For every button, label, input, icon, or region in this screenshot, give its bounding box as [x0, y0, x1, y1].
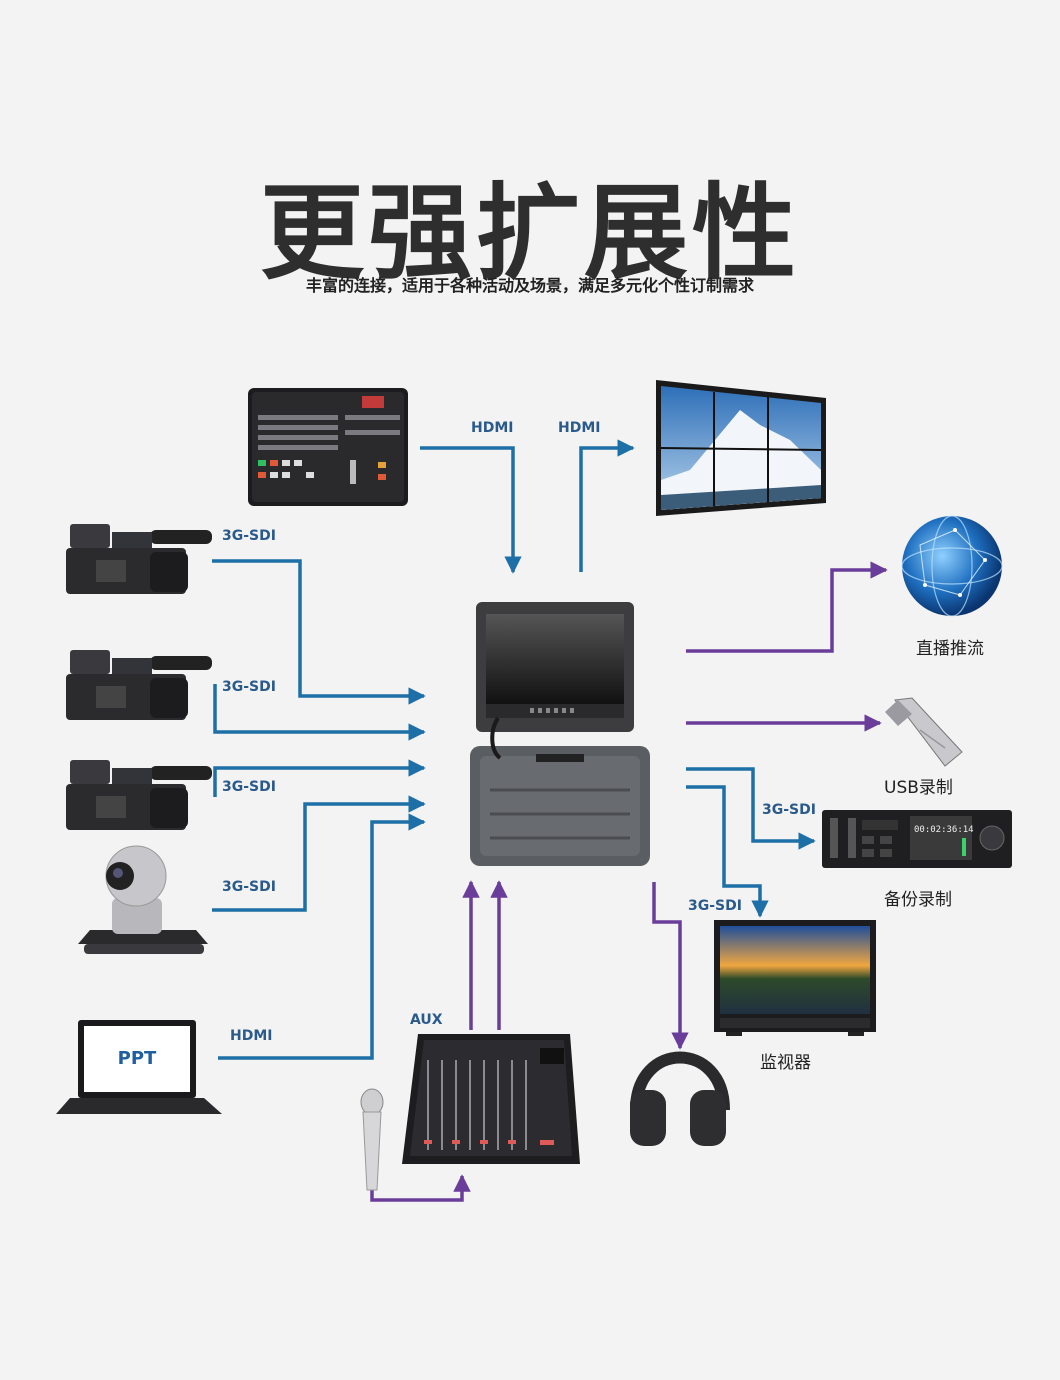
link-cam3-in — [213, 759, 426, 797]
link-headphones-out — [652, 882, 689, 1050]
backup-recorder-icon: 00:02:36:14 — [822, 810, 1012, 868]
link-recorder-out — [686, 767, 816, 850]
label-backup-recording: 备份录制 — [884, 890, 952, 910]
label-usb-recording: USB录制 — [884, 778, 953, 798]
globe-icon — [901, 515, 1003, 617]
laptop-icon: PPT — [56, 1020, 222, 1114]
label-sdi-cam1: 3G-SDI — [222, 528, 276, 544]
label-monitor: 监视器 — [760, 1053, 811, 1073]
link-ptz-in — [212, 795, 426, 912]
camcorder-3-icon — [66, 760, 212, 830]
monitor-icon — [714, 920, 876, 1036]
label-hdmi-laptop: HDMI — [230, 1028, 273, 1044]
link-stream-out — [686, 561, 888, 653]
recorder-timecode: 00:02:36:14 — [914, 825, 974, 835]
ptz-camera-icon — [78, 845, 208, 954]
label-live-streaming: 直播推流 — [916, 639, 984, 659]
audio-mixer-icon — [402, 1034, 580, 1164]
label-sdi-recorder: 3G-SDI — [762, 802, 816, 818]
portable-broadcast-unit-icon — [470, 602, 650, 866]
label-sdi-monitor: 3G-SDI — [688, 898, 742, 914]
label-hdmi-videowall: HDMI — [558, 420, 601, 436]
label-aux-mixer: AUX — [410, 1012, 443, 1028]
purple-links — [370, 561, 888, 1202]
headphones-icon — [630, 1051, 730, 1146]
link-mic-in — [370, 1174, 471, 1202]
link-cam2-in — [213, 684, 426, 741]
switcher-panel-icon — [248, 388, 408, 506]
blue-links — [212, 439, 816, 1060]
link-videowall-out — [579, 439, 635, 572]
video-wall-icon — [656, 380, 826, 516]
camcorder-2-icon — [66, 650, 212, 720]
label-sdi-cam2: 3G-SDI — [222, 679, 276, 695]
label-sdi-cam3: 3G-SDI — [222, 779, 276, 795]
page-title: 更强扩展性 — [259, 172, 800, 294]
link-monitor-out — [686, 785, 769, 918]
laptop-screen-text: PPT — [118, 1048, 157, 1069]
link-laptop-in — [218, 813, 426, 1060]
page-subtitle: 丰富的连接，适用于各种活动及场景，满足多元化个性订制需求 — [305, 276, 754, 295]
link-cam1-in — [212, 559, 426, 705]
label-sdi-ptz: 3G-SDI — [222, 879, 276, 895]
label-hdmi-switcher: HDMI — [471, 420, 514, 436]
microphone-icon — [360, 1088, 384, 1191]
usb-drive-icon — [885, 697, 963, 767]
link-switcher-in — [420, 446, 522, 574]
camcorder-1-icon — [66, 524, 212, 594]
